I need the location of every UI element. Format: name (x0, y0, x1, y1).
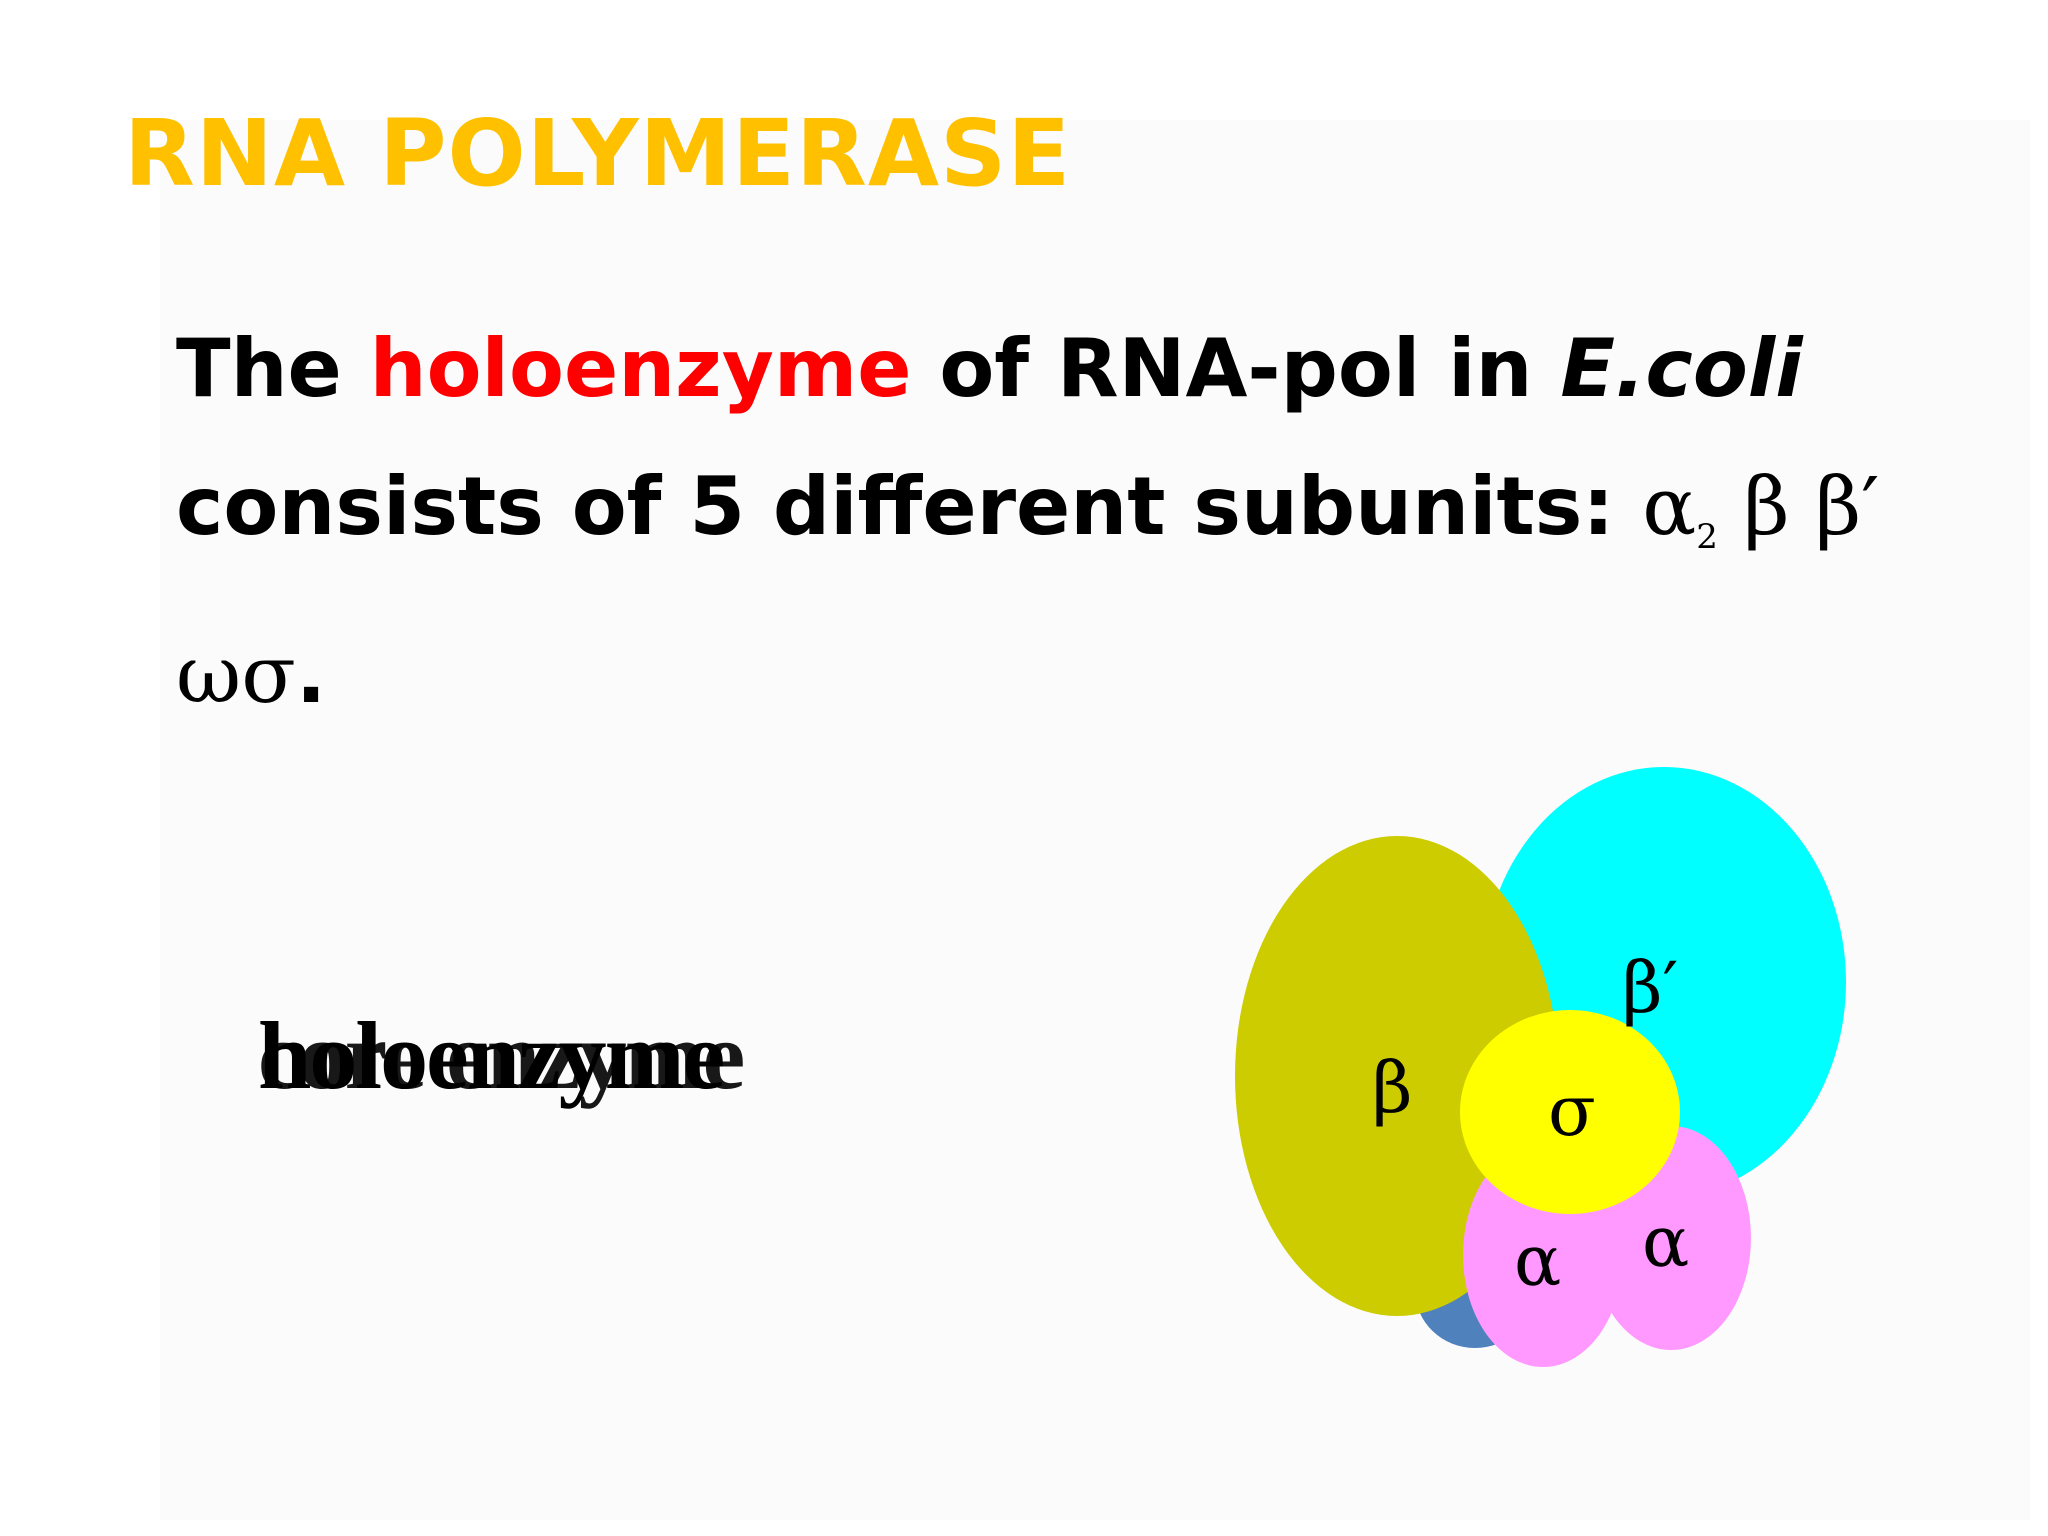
sigma-label: σ (1548, 1070, 1596, 1152)
beta-prime-label: β′ (1622, 947, 1678, 1029)
highlight-word: holoenzyme (369, 322, 912, 415)
body-line-3: ωσ. (176, 628, 327, 721)
body-line-2: consists of 5 different subunits: α2 β β… (176, 460, 1880, 557)
slide-title: RNA POLYMERASE (124, 100, 1072, 207)
core-enzyme-label: core enzyme (258, 1002, 745, 1109)
diagram-label: holoenzyme core enzyme (258, 1000, 745, 1111)
beta-prime-symbol: β′ (1815, 460, 1880, 553)
alpha-left-label: α (1514, 1220, 1561, 1302)
sigma-subunit (1460, 1010, 1680, 1214)
alpha-subscript: 2 (1696, 517, 1718, 557)
alpha-symbol: α (1642, 460, 1697, 553)
organism-name: E.coli (1560, 322, 1803, 415)
beta-label: β (1372, 1047, 1412, 1129)
body-text: The holoenzyme of RNA-pol in E.coli cons… (176, 300, 1936, 744)
omega-sigma-symbols: ωσ (176, 628, 296, 721)
body-line-1: The holoenzyme of RNA-pol in E.coli (176, 322, 1803, 415)
beta-symbol: β (1717, 460, 1815, 553)
alpha-right-label: α (1642, 1201, 1689, 1283)
holoenzyme-label: holoenzyme (258, 1002, 725, 1109)
